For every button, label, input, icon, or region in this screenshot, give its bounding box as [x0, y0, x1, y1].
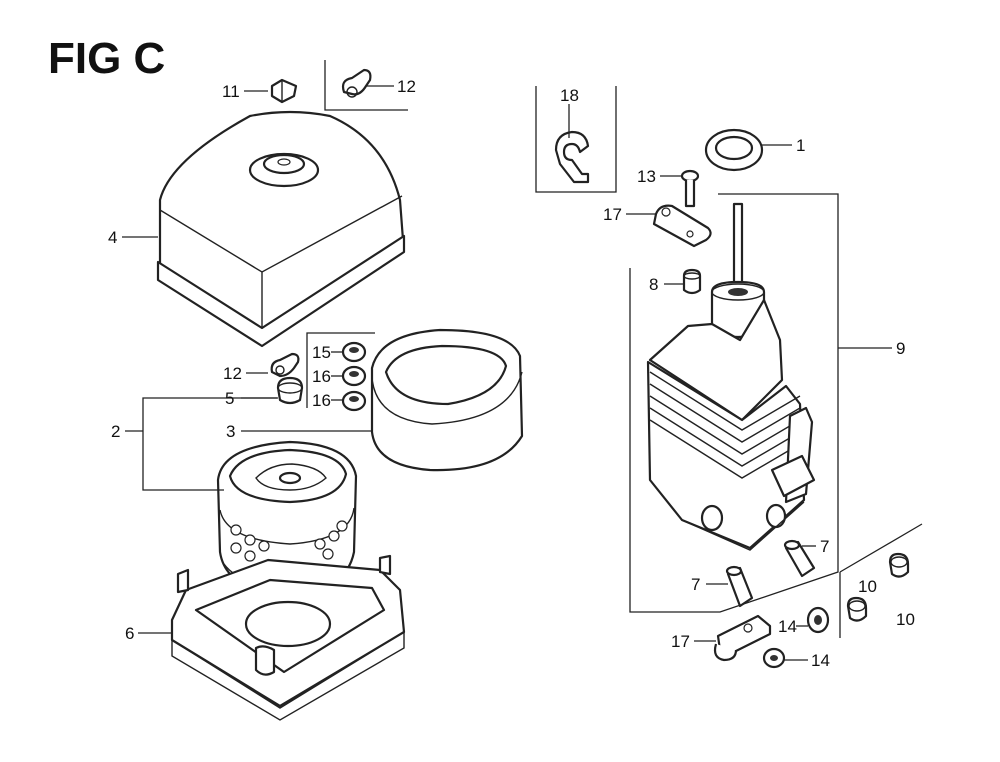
- callout-9: 9: [896, 339, 905, 358]
- part-bolt-13: [680, 169, 700, 208]
- callout-16-lower: 16: [312, 391, 331, 410]
- part-nut-16-upper: [341, 365, 367, 387]
- part-seal-ring-1: [704, 128, 764, 172]
- part-air-cleaner-base-6: [170, 554, 406, 721]
- leader-lines: [122, 85, 892, 661]
- part-nut-8: [682, 268, 702, 295]
- callout-16-upper: 16: [312, 367, 331, 386]
- callout-4: 4: [108, 228, 117, 247]
- part-wing-nut-12-top: [341, 68, 372, 98]
- callout-17-lower: 17: [671, 632, 690, 651]
- part-nut-15: [341, 341, 367, 363]
- frame-12-top: [324, 60, 408, 111]
- callout-14-upper: 14: [778, 617, 797, 636]
- part-wing-bolt-11: [270, 78, 298, 104]
- part-bracket-17-upper: [652, 204, 712, 248]
- part-tube-7-right: [783, 539, 816, 578]
- frame-15-16: [306, 332, 375, 408]
- callout-12-lower: 12: [223, 364, 242, 383]
- callout-18: 18: [560, 86, 579, 105]
- part-air-cleaner-cover-4: [156, 110, 406, 348]
- part-paper-element-2: [216, 440, 358, 596]
- callout-8: 8: [649, 275, 658, 294]
- part-bracket-17-lower: [713, 614, 772, 662]
- part-wing-nut-12-lower: [270, 352, 300, 378]
- callout-5: 5: [225, 389, 234, 408]
- part-grommet-5: [276, 376, 304, 405]
- part-cap-10-right: [888, 552, 910, 578]
- callout-12-top: 12: [397, 77, 416, 96]
- part-tube-7-left: [725, 565, 754, 608]
- part-cap-10-left: [846, 596, 868, 622]
- part-foam-element-3: [370, 328, 524, 472]
- frame-9: [629, 193, 839, 613]
- part-clamp-18: [554, 130, 590, 184]
- callout-7-right: 7: [820, 537, 829, 556]
- callout-11: 11: [222, 82, 240, 101]
- callout-14-lower: 14: [811, 651, 830, 670]
- part-nut-14-upper: [806, 606, 830, 634]
- part-nut-14-lower: [762, 647, 786, 669]
- part-air-cleaner-case-9: [646, 202, 816, 551]
- frame-18: [535, 86, 617, 193]
- callout-10-left: 10: [858, 577, 877, 596]
- figure-title: FIG C: [48, 34, 165, 83]
- callout-3: 3: [226, 422, 235, 441]
- frame-10: [839, 523, 923, 638]
- callout-2: 2: [111, 422, 120, 441]
- callout-17-upper: 17: [603, 205, 622, 224]
- callout-13: 13: [637, 167, 656, 186]
- callout-1: 1: [796, 136, 805, 155]
- callout-7-left: 7: [691, 575, 700, 594]
- callout-6: 6: [125, 624, 134, 643]
- callout-10-right: 10: [896, 610, 915, 629]
- callout-15: 15: [312, 343, 331, 362]
- part-nut-16-lower: [341, 390, 367, 412]
